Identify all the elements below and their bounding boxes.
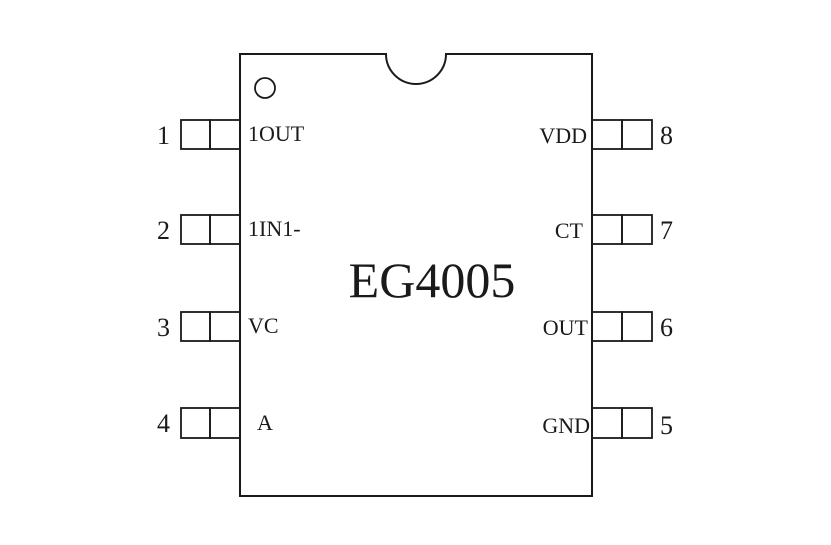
- right-pin-5: 5 GND: [542, 407, 673, 440]
- pin-number: 2: [157, 216, 170, 245]
- pin-number: 4: [157, 409, 170, 438]
- pin-pad: [621, 214, 653, 245]
- left-pin-2: 2 1IN1-: [157, 214, 301, 245]
- pin-label: GND: [542, 413, 590, 438]
- pin-number: 6: [660, 313, 673, 342]
- left-pin-3: 3 VC: [157, 311, 279, 342]
- pin-pad: [209, 119, 241, 150]
- left-pin-1: 1 1OUT: [157, 119, 305, 150]
- right-pin-6: 6 OUT: [543, 311, 673, 342]
- pin-label: VC: [248, 313, 279, 338]
- pin-number: 1: [157, 121, 170, 150]
- pin-label: A: [257, 410, 273, 435]
- pin-pad: [591, 407, 623, 439]
- left-pin-4: 4 A: [157, 407, 273, 439]
- pin-pad: [180, 311, 211, 342]
- pin-number: 7: [660, 216, 673, 245]
- pin-pad: [180, 119, 211, 150]
- chip-name: EG4005: [349, 252, 516, 308]
- right-pin-7: 7 CT: [555, 214, 673, 245]
- pin-pad: [591, 119, 623, 150]
- pin-pad: [621, 311, 653, 342]
- pin-pad: [209, 407, 241, 439]
- pin-label: 1IN1-: [248, 216, 301, 241]
- right-pin-8: 8 VDD: [539, 119, 673, 150]
- chip-body: [239, 53, 593, 497]
- pin-pad: [621, 407, 653, 439]
- pin-pad: [209, 311, 241, 342]
- pin-pad: [209, 214, 241, 245]
- pin-number: 3: [157, 313, 170, 342]
- pin-pad: [621, 119, 653, 150]
- pin-number: 8: [660, 121, 673, 150]
- pin-label: OUT: [543, 315, 589, 340]
- pin-pad: [180, 214, 211, 245]
- pin-pad: [591, 311, 623, 342]
- pin-pad: [180, 407, 211, 439]
- pin1-marker-dot: [254, 77, 276, 99]
- pin-label: VDD: [539, 123, 587, 148]
- pin-label: 1OUT: [248, 121, 305, 146]
- pin-label: CT: [555, 218, 584, 243]
- pin-number: 5: [660, 411, 673, 440]
- pin-pad: [591, 214, 623, 245]
